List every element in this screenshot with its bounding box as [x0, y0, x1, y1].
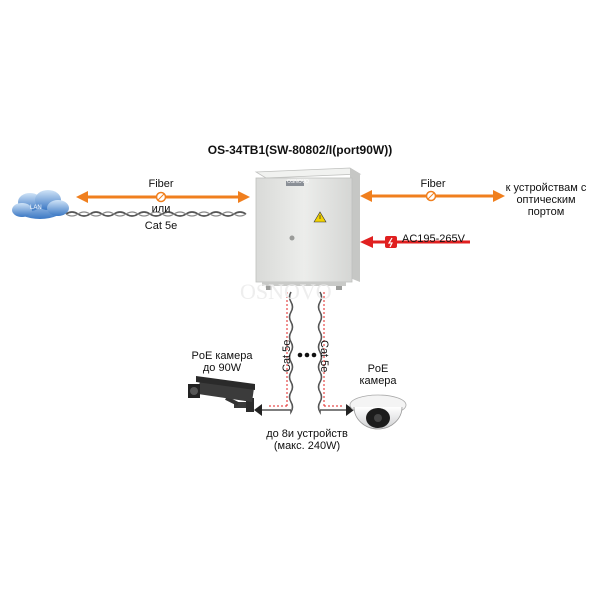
right-fiber-arrow — [360, 190, 505, 202]
ellipsis-dots — [297, 352, 317, 358]
watermark: OSNOVO — [240, 279, 332, 304]
left-or-label: или — [151, 203, 171, 215]
left-cat5e-cable — [65, 211, 247, 217]
bullet-camera-icon — [188, 376, 255, 412]
right-destination-label: к устройствам с оптическим портом — [505, 182, 587, 218]
enclosure-logo: OSNOVO — [287, 179, 309, 185]
down-cable-right — [317, 291, 354, 416]
down-cable-left — [254, 291, 294, 416]
lan-label: LAN — [30, 205, 42, 211]
down-right-cable-label: Cat 5e — [318, 340, 330, 373]
left-cat5e-cable-strand — [65, 211, 247, 217]
lan-cloud-icon — [12, 190, 69, 219]
down-left-cable-label: Cat 5e — [281, 339, 293, 372]
bullet-camera-label: PoE камера до 90W — [191, 350, 253, 374]
left-fiber-arrow — [76, 191, 250, 203]
left-fiber-label: Fiber — [148, 178, 174, 190]
left-cat5e-label: Cat 5e — [144, 220, 178, 232]
diagram-title: OS-34TB1(SW-80802/I(port90W)) — [207, 143, 393, 157]
power-arrow — [360, 236, 470, 248]
dome-camera-label: PoE камера — [359, 363, 397, 387]
dome-camera-icon — [349, 394, 407, 430]
enclosure-box — [254, 167, 362, 290]
devices-count-label: до 8и устройств (макс. 240W) — [266, 428, 348, 452]
right-fiber-label: Fiber — [420, 178, 446, 190]
power-label: AC195-265V — [402, 233, 465, 245]
